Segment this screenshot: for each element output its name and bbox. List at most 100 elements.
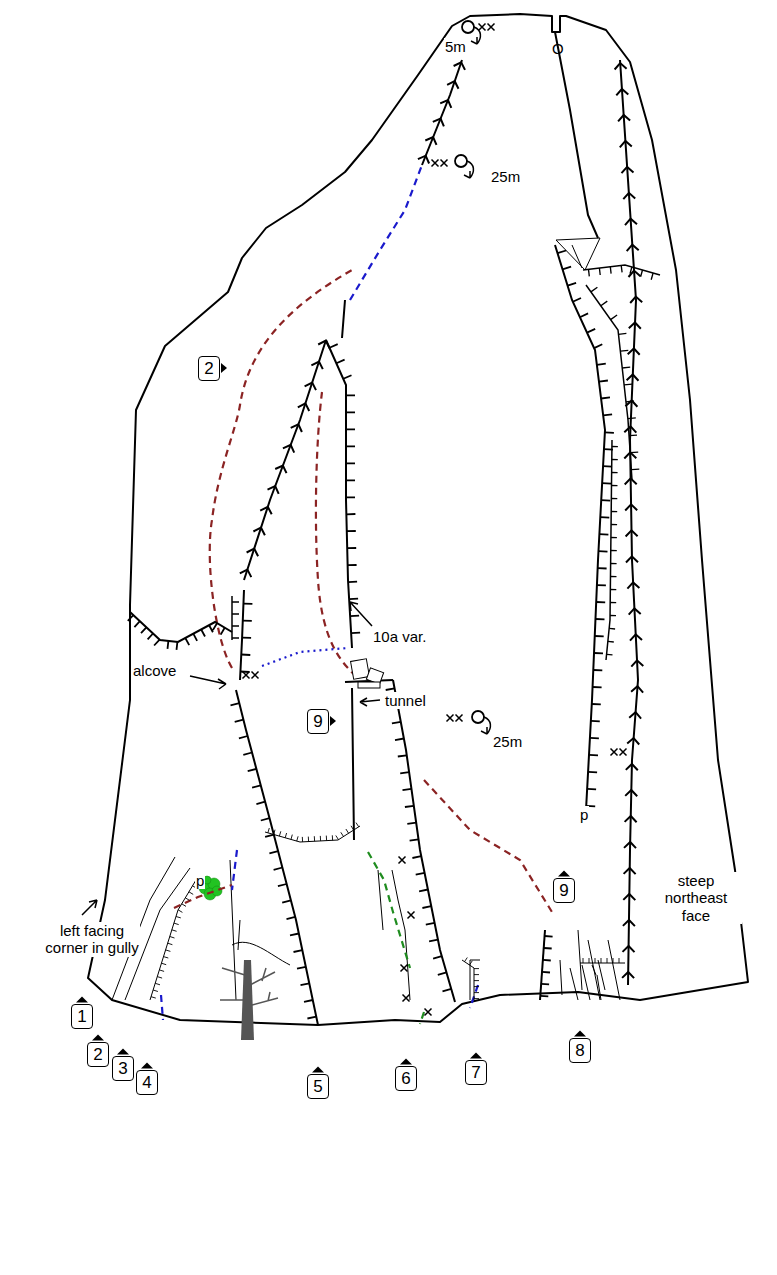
- crack-line: [572, 245, 582, 268]
- route-line: [244, 340, 326, 580]
- corner-ticks: [128, 615, 225, 650]
- label-text: steep northeast face: [650, 872, 742, 924]
- route-line: [161, 995, 163, 1020]
- corner-ticks: [607, 447, 618, 655]
- drawing-stroke: [112, 857, 620, 1000]
- callout-text: 5: [313, 1078, 322, 1095]
- callout-marker: [76, 997, 88, 1003]
- crack-line: [112, 857, 620, 1000]
- corner-ticks: [558, 251, 614, 807]
- corner-line: [326, 340, 352, 648]
- corner-ticks: [386, 688, 452, 991]
- label-text: 5m: [444, 38, 467, 55]
- tunnel-block: [351, 659, 384, 688]
- bolt-mark: [408, 912, 415, 919]
- route-line: [350, 165, 422, 300]
- inner-edge: [555, 32, 598, 238]
- corner-ticks: [232, 602, 239, 638]
- tree: [220, 968, 278, 1005]
- label-text: 25m: [492, 733, 523, 750]
- label-text: 10a var.: [372, 628, 427, 645]
- corner-ticks: [465, 958, 480, 999]
- callout-marker: [574, 1031, 586, 1037]
- callout-text: 2: [204, 360, 213, 377]
- rappel-ring: [472, 711, 484, 723]
- corner-line: [555, 245, 605, 810]
- drawing-stroke: [161, 165, 552, 1024]
- leader-arrow: [82, 900, 97, 915]
- callout-marker: [330, 716, 336, 726]
- corner-ticks: [268, 823, 359, 842]
- callout-number: 3: [112, 1056, 134, 1081]
- leader-arrow: [360, 698, 380, 706]
- drawing-stroke: [76, 24, 660, 1073]
- rock-outline: [88, 14, 748, 1025]
- callout-text: 7: [471, 1064, 480, 1081]
- leader-arrow: [190, 676, 226, 689]
- callout-number: 4: [136, 1070, 158, 1095]
- callout-marker: [400, 1059, 412, 1065]
- callout-marker: [221, 363, 227, 373]
- callout-number: 9: [307, 709, 329, 734]
- label-text: 25m: [490, 168, 521, 185]
- crack-line: [578, 930, 601, 1000]
- bolt-mark: [425, 1009, 432, 1016]
- corner-line: [586, 285, 632, 480]
- rappel-arrow: [481, 717, 490, 734]
- callout-number: 5: [307, 1074, 329, 1099]
- corner-ticks: [330, 344, 361, 633]
- corner-ticks: [589, 265, 654, 279]
- callout-number: 1: [71, 1004, 93, 1029]
- corner-line: [240, 590, 244, 680]
- label-text: O: [551, 40, 565, 57]
- callout-number: 7: [465, 1060, 487, 1085]
- callout-number: 8: [569, 1038, 591, 1063]
- bolt-mark: [243, 672, 259, 679]
- route-line: [232, 850, 237, 890]
- roof: [556, 238, 600, 270]
- corner-ticks: [231, 703, 317, 1018]
- callout-marker: [558, 871, 570, 877]
- callout-marker: [312, 1067, 324, 1073]
- bolt-mark: [403, 995, 410, 1002]
- bush: [212, 886, 222, 896]
- rappel-ring: [462, 21, 474, 33]
- bolt-mark: [399, 857, 406, 864]
- callout-number: 6: [395, 1066, 417, 1091]
- corner-line: [150, 880, 196, 1000]
- drawing-stroke: [88, 14, 748, 1025]
- bolt-mark: [447, 715, 463, 722]
- callout-text: 3: [118, 1060, 127, 1077]
- label-text: alcove: [132, 662, 177, 679]
- callout-text: 1: [77, 1008, 86, 1025]
- route-line: [420, 1012, 424, 1024]
- label-text: p: [195, 872, 205, 889]
- route-line: [210, 270, 352, 668]
- tunnel-block: [358, 682, 380, 688]
- rappel-arrow: [464, 161, 473, 178]
- label-text: left facing corner in gully: [44, 922, 140, 957]
- bolt-mark: [611, 749, 627, 756]
- route-line: [424, 780, 552, 912]
- leader-arrow: [350, 602, 372, 626]
- bolt-mark: [479, 24, 495, 31]
- callout-text: 6: [401, 1070, 410, 1087]
- bolt-mark: [401, 965, 408, 972]
- tunnel-block: [351, 659, 370, 680]
- corner-line: [236, 690, 318, 1025]
- label-text: p: [579, 806, 589, 823]
- callout-text: 9: [559, 882, 568, 899]
- label-text: tunnel: [384, 692, 427, 709]
- roof-line: [265, 826, 360, 842]
- callout-marker: [470, 1053, 482, 1059]
- route-line: [368, 852, 410, 968]
- tree: [220, 960, 278, 1040]
- tunnel-line: [262, 648, 348, 666]
- corner-ticks: [583, 958, 619, 963]
- roof-line: [580, 963, 625, 964]
- rappel-arrow: [464, 27, 490, 734]
- route-line: [422, 60, 462, 165]
- route-chevrons: [418, 62, 465, 163]
- corner-ticks: [151, 886, 197, 998]
- rappel-ring: [455, 21, 484, 723]
